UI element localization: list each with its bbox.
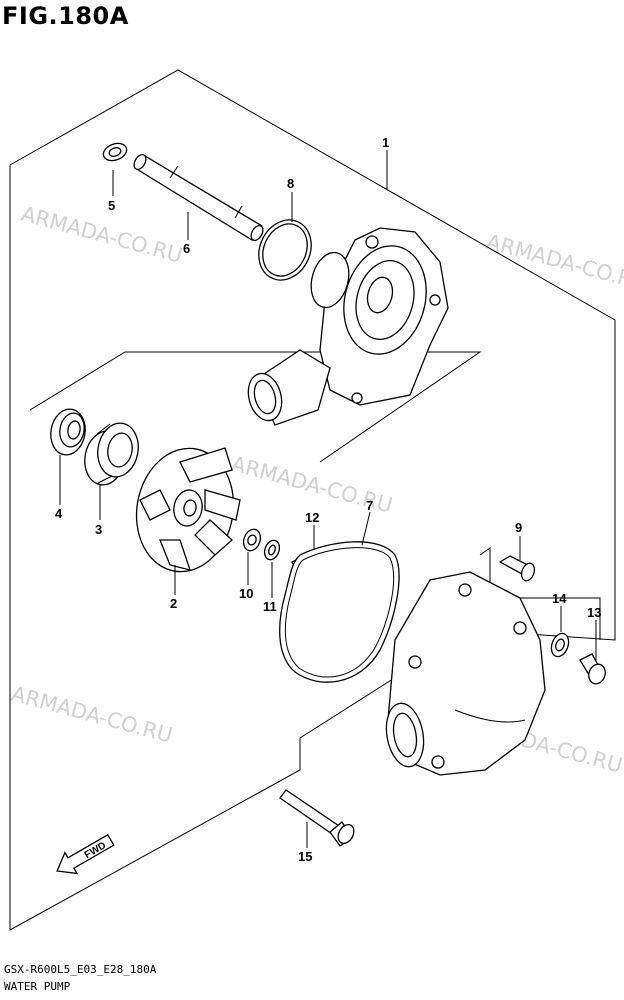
o-ring-part-8[interactable]: [249, 211, 321, 288]
label-4: 4: [55, 506, 63, 521]
shaft-part-6[interactable]: [132, 153, 266, 243]
label-15: 15: [298, 849, 312, 864]
label-5: 5: [108, 198, 115, 213]
label-11: 11: [263, 599, 277, 614]
bolt-part-9[interactable]: [498, 555, 537, 583]
label-8: 8: [287, 176, 294, 191]
label-1: 1: [382, 135, 389, 150]
o-ring-part-7[interactable]: [279, 541, 400, 683]
oil-seal-part-4[interactable]: [47, 406, 88, 457]
impeller-part-2[interactable]: [127, 441, 243, 580]
washer-part-14[interactable]: [548, 631, 571, 659]
label-7: 7: [366, 498, 373, 513]
watermark-1: ARMADA-CO.RU: [19, 202, 185, 268]
label-12: 12: [305, 510, 319, 525]
label-6: 6: [183, 241, 190, 256]
washer-part-10[interactable]: [241, 527, 264, 553]
label-10: 10: [239, 586, 253, 601]
fwd-arrow: FWD: [56, 833, 115, 875]
watermark-2: ARMADA-CO.RU: [484, 230, 624, 296]
mechanical-seal-part-3[interactable]: [81, 420, 143, 488]
bolt-part-13[interactable]: [579, 653, 608, 686]
leader-lines: [59, 150, 597, 848]
figure-title: FIG.180A: [2, 2, 129, 30]
washer-part-11[interactable]: [262, 538, 282, 562]
label-3: 3: [95, 522, 102, 537]
footer-name: WATER PUMP: [4, 980, 71, 993]
label-2: 2: [170, 596, 177, 611]
bolt-part-15[interactable]: [279, 789, 357, 847]
label-13: 13: [587, 605, 601, 620]
washer-part-5[interactable]: [101, 140, 129, 163]
pump-cover[interactable]: [382, 571, 546, 776]
footer-code: GSX-R600L5_E03_E28_180A: [4, 963, 157, 976]
assembly-frame: [9, 69, 616, 931]
fwd-label: FWD: [83, 840, 108, 861]
pump-body-part-1[interactable]: [243, 227, 449, 426]
watermark-4: ARMADA-CO.RU: [9, 682, 175, 748]
label-9: 9: [515, 520, 522, 535]
part-labels: 1 2 3 4 5 6 7 8 9 10 11 12 13 14 15: [55, 135, 601, 864]
label-14: 14: [552, 591, 567, 606]
